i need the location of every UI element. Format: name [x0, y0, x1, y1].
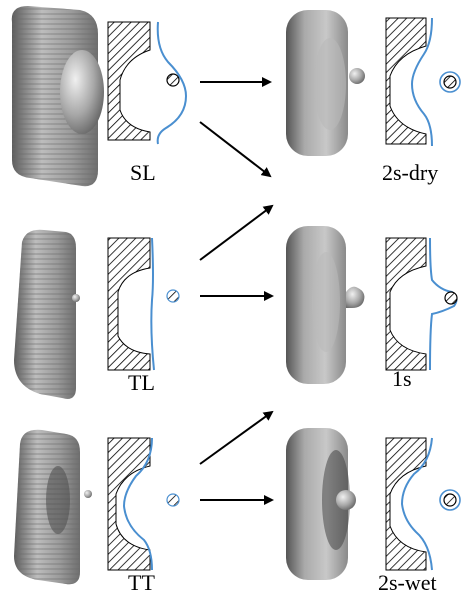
arrow-tl-to-2s-dry: [199, 204, 274, 261]
sl-cross-section: [107, 21, 188, 145]
2s-dry-cross-section: [385, 17, 461, 147]
arrow-tt-to-1s: [199, 410, 274, 465]
arrows: [199, 77, 274, 505]
state-2s-dry: 2s-dry: [286, 10, 461, 185]
label-2s-wet: 2s-wet: [378, 570, 437, 595]
label-sl: SL: [130, 160, 156, 185]
state-2s-wet: 2s-wet: [286, 428, 461, 595]
2s-dry-surface-render: [286, 10, 365, 156]
sl-surface-render: [11, 6, 104, 187]
tl-cross-section: [107, 237, 180, 371]
tt-surface-render: [14, 429, 92, 585]
2s-wet-cross-section: [385, 437, 461, 571]
1s-surface-render: [286, 226, 365, 384]
row-tl: TL: [14, 229, 180, 399]
label-1s: 1s: [392, 366, 412, 391]
row-tt: TT: [14, 429, 180, 595]
row-sl: SL: [11, 6, 188, 187]
tt-cross-section: [107, 437, 180, 571]
arrow-sl-to-1s: [199, 121, 272, 178]
tl-surface-render: [14, 229, 80, 399]
label-2s-dry: 2s-dry: [382, 160, 438, 185]
1s-cross-section: [385, 237, 458, 371]
label-tt: TT: [128, 570, 155, 595]
state-1s: 1s: [286, 226, 458, 391]
label-tl: TL: [128, 370, 155, 395]
2s-wet-surface-render: [286, 428, 356, 580]
